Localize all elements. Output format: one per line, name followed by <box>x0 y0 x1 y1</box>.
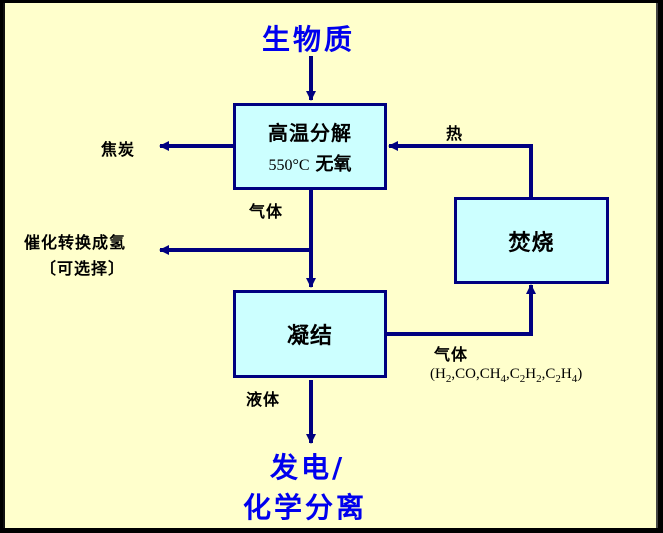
hydrogen-label: 催化转换成氢 <box>24 233 127 252</box>
pyrolysis-condition: 550°C 无氧 <box>268 150 351 176</box>
gas-h2: H2 <box>435 366 452 385</box>
gas-ch4: CH4 <box>479 366 507 385</box>
gas-label-condensation: 气体 <box>434 345 469 364</box>
gas-co: CO <box>455 366 476 382</box>
hydrogen-optional-label: 〔可选择〕 <box>40 259 126 278</box>
arrow-heat-to-pyrolysis <box>388 141 533 197</box>
biomass-title: 生物质 <box>262 23 356 56</box>
combustion-box: 焚烧 <box>454 197 609 284</box>
liquid-label: 液体 <box>246 390 281 409</box>
pyrolysis-label: 高温分解 <box>268 121 352 145</box>
pyrolysis-anoxic: 无氧 <box>315 154 352 175</box>
gas-label-pyrolysis: 气体 <box>249 202 284 221</box>
gas-c2h4: C2H4 <box>545 366 578 385</box>
combustion-label: 焚烧 <box>508 229 555 256</box>
output-power-label: 发电/ <box>270 451 346 484</box>
output-chemical-label: 化学分离 <box>243 491 368 524</box>
heat-label: 热 <box>446 124 464 143</box>
condensation-box: 凝结 <box>233 290 387 378</box>
gas-composition: (H2,CO,CH4,C2H2,C2H4) <box>430 366 583 385</box>
arrow-condensation-to-combustion <box>386 284 536 336</box>
pyrolysis-box: 高温分解 550°C 无氧 <box>233 103 387 190</box>
char-label: 焦炭 <box>101 140 136 159</box>
pyrolysis-temperature: 550°C <box>268 157 310 174</box>
gas-c2h2: C2H2 <box>509 366 542 385</box>
condensation-label: 凝结 <box>286 323 333 349</box>
